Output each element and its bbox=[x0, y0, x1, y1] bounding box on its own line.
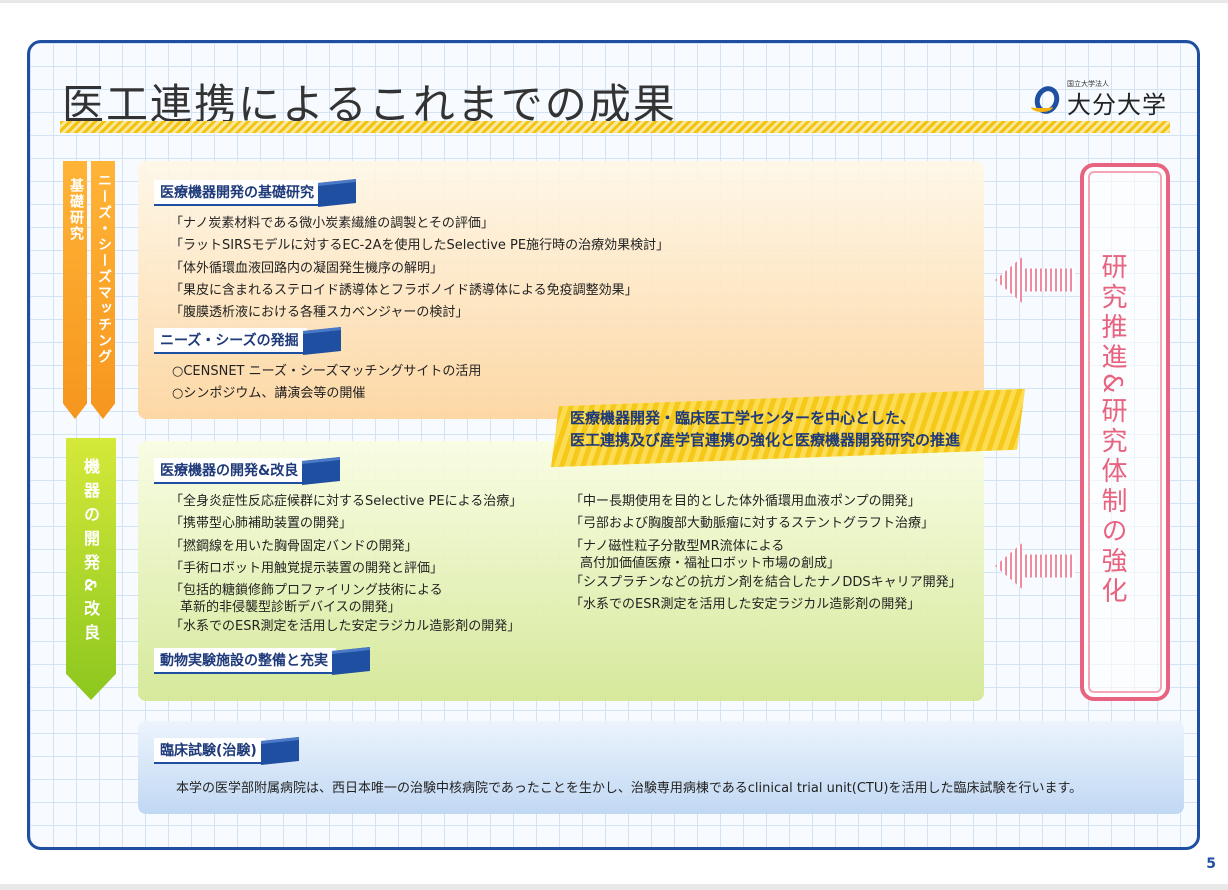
header-flag-icon bbox=[260, 737, 299, 765]
strengthen-label: 研究推進&研究体制の強化 bbox=[1097, 253, 1127, 608]
logo-name: 大分大学 bbox=[1067, 90, 1167, 119]
list-item: 「手術ロボット用触覚提示装置の開発と評価」 bbox=[170, 560, 444, 576]
basic-research-list: 「ナノ炭素材料である微小炭素繊維の調製とその評価」 「ラットSIRSモデルに対す… bbox=[170, 213, 669, 324]
list-item: 「ラットSIRSモデルに対するEC-2Aを使用したSelective PE施行時… bbox=[170, 238, 670, 254]
device-dev-list-right: 「中ー長期使用を目的とした体外循環用血液ポンプの開発」 「弓部および胸腹部大動脈… bbox=[570, 491, 962, 616]
list-item: 「中ー長期使用を目的とした体外循環用血液ポンプの開発」 bbox=[570, 494, 921, 509]
page-number: 5 bbox=[1206, 856, 1216, 872]
header-flag-icon bbox=[302, 457, 341, 485]
animal-facility-header: 動物実験施設の整備と充実 bbox=[154, 647, 370, 675]
basic-research-arrow bbox=[63, 161, 87, 419]
list-item: 「弓部および胸腹部大動脈瘤に対するステントグラフト治療」 bbox=[570, 516, 935, 532]
list-item: 「携帯型心肺補助装置の開発」 bbox=[170, 516, 353, 532]
logo-emblem-icon bbox=[1030, 82, 1064, 118]
university-logo: 国立大学法人 大分大学 bbox=[1030, 79, 1167, 119]
header-flag-icon bbox=[318, 179, 356, 207]
header-flag-icon bbox=[332, 647, 370, 675]
page-title: 医工連携によるこれまでの成果 bbox=[62, 80, 677, 129]
needs-seeds-arrow bbox=[91, 161, 115, 419]
list-item: 「ナノ磁性粒子分散型MR流体による bbox=[570, 538, 785, 554]
list-item: 「水系でのESR測定を活用した安定ラジカル造影剤の開発」 bbox=[170, 619, 521, 635]
list-item: 「ナノ炭素材料である微小炭素繊維の調製とその評価」 bbox=[170, 216, 494, 231]
list-item: 「体外循環血液回路内の凝固発生機序の解明」 bbox=[170, 260, 444, 276]
list-item: 「シスプラチンなどの抗ガン剤を結合したナノDDSキャリア開発」 bbox=[570, 574, 962, 590]
list-item: 革新的非侵襲型診断デバイスの開発」 bbox=[180, 600, 401, 616]
strengthen-box bbox=[1080, 163, 1170, 701]
logo-subtitle: 国立大学法人 bbox=[1067, 80, 1109, 88]
content-frame: 医工連携によるこれまでの成果 国立大学法人 大分大学 基礎研究 ニーズ・シーズマ… bbox=[27, 40, 1200, 850]
clinical-trial-panel bbox=[138, 721, 1184, 814]
needs-seeds-header: ニーズ・シーズの発掘 bbox=[154, 327, 341, 355]
list-item: 「全身炎症性反応症候群に対するSelective PEによる治療」 bbox=[170, 494, 523, 509]
basic-research-header: 医療機器開発の基礎研究 bbox=[154, 179, 356, 207]
list-item: ○シンポジウム、講演会等の開催 bbox=[172, 386, 366, 402]
top-rule bbox=[0, 0, 1228, 3]
list-item: 「包括的糖鎖修飾プロファイリング技術による bbox=[170, 583, 443, 599]
device-dev-header: 医療機器の開発&改良 bbox=[154, 457, 341, 485]
device-dev-arrow bbox=[66, 438, 116, 700]
bottom-rule bbox=[0, 884, 1228, 890]
device-dev-list-left: 「全身炎症性反応症候群に対するSelective PEによる治療」 「携帯型心肺… bbox=[170, 491, 522, 638]
list-item: 「撚鋼線を用いた胸骨固定バンドの開発」 bbox=[170, 538, 418, 554]
header-flag-icon bbox=[302, 327, 341, 355]
list-item: 「水系でのESR測定を活用した安定ラジカル造影剤の開発」 bbox=[570, 596, 921, 612]
list-item: 高付加価値医療・福祉ロボット市場の創成」 bbox=[580, 555, 841, 571]
clinical-trial-text: 本学の医学部附属病院は、西日本唯一の治験中核病院であったことを生かし、治験専用病… bbox=[176, 781, 1083, 796]
left-arrow-icon bbox=[995, 543, 1075, 589]
clinical-trial-header: 臨床試験(治験) bbox=[154, 737, 299, 765]
title-underline-stripe bbox=[60, 121, 1170, 133]
device-dev-label: 機器の開発&改良 bbox=[81, 458, 100, 648]
needs-seeds-list: ○CENSNET ニーズ・シーズマッチングサイトの活用 ○シンポジウム、講演会等… bbox=[172, 361, 481, 406]
list-item: ○CENSNET ニーズ・シーズマッチングサイトの活用 bbox=[172, 364, 482, 379]
left-arrow-icon bbox=[995, 257, 1075, 303]
highlight-text: 医療機器開発・臨床医工学センターを中心とした、 医工連携及び産学官連携の強化と医… bbox=[570, 409, 961, 449]
basic-research-label: 基礎研究 bbox=[68, 178, 84, 242]
list-item: 「腹膜透析液における各種スカベンジャーの検討」 bbox=[170, 305, 469, 321]
needs-seeds-label: ニーズ・シーズマッチング bbox=[96, 173, 112, 365]
list-item: 「果皮に含まれるステロイド誘導体とフラボノイド誘導体による免疫調整効果」 bbox=[170, 282, 638, 298]
